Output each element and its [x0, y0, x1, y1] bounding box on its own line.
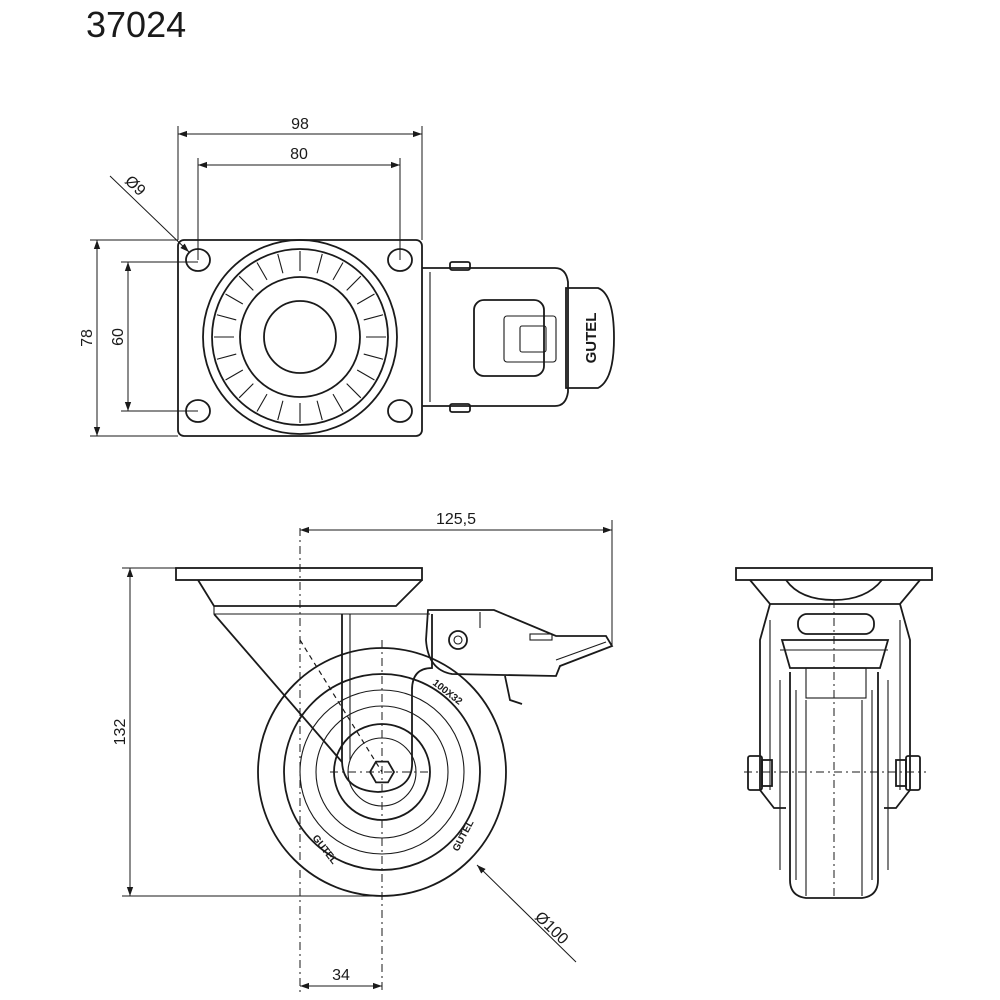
bearing-rib	[346, 383, 362, 399]
fork-leg	[213, 613, 343, 763]
front-fork-left	[759, 603, 786, 809]
fork-body	[341, 614, 433, 793]
bearing-rib	[316, 400, 323, 421]
bearing-rib	[256, 393, 268, 412]
part-number-title: 37024	[86, 4, 187, 45]
swivel-ring-inner	[239, 276, 361, 398]
axle-bolt-right	[905, 755, 921, 791]
dimension-swivel-offset: 34	[332, 967, 350, 984]
bearing-rib	[332, 393, 344, 412]
top-view: GUTEL 98 80 Ø9 78 60	[79, 116, 615, 437]
bearing-rib	[216, 353, 237, 360]
front-wheel	[789, 672, 879, 899]
bearing-rib	[332, 262, 344, 281]
bearing-rib	[316, 253, 323, 274]
bearing-rib	[225, 369, 244, 381]
bearing-rib	[277, 253, 284, 274]
bearing-rib	[225, 293, 244, 305]
swivel-ring-outer	[202, 239, 398, 435]
dimension-offset-length: 125,5	[436, 511, 476, 528]
bearing-ribs	[214, 251, 386, 423]
brake-lever-cap	[565, 287, 615, 389]
bearing-rib	[277, 400, 284, 421]
front-top-plate	[735, 567, 933, 581]
dimension-hole-spacing-x: 80	[290, 146, 308, 163]
front-swivel-head	[749, 579, 921, 605]
bearing-rib	[216, 314, 237, 321]
wheel-brand-marking-bottom: GUTEL	[310, 833, 340, 866]
dimension-hole-spacing-y: 60	[110, 328, 127, 346]
brake-spring	[504, 675, 523, 705]
brake-pivot	[448, 630, 468, 650]
brake-lever	[425, 609, 614, 677]
bearing-rib	[238, 383, 254, 399]
brand-label: GUTEL	[583, 313, 600, 364]
swivel-ring	[211, 248, 389, 426]
side-view: 100X32 GUTEL GUTEL 125,5 132 Ø100 34	[112, 511, 614, 992]
dimension-height: 132	[112, 719, 129, 746]
dimension-wheel-diameter: Ø100	[531, 909, 571, 948]
bearing-rib	[363, 353, 384, 360]
dimension-plate-width: 98	[291, 116, 309, 133]
kingpin-hub	[263, 300, 337, 374]
bearing-rib	[363, 314, 384, 321]
bearing-rib	[356, 369, 375, 381]
bearing-rib	[356, 293, 375, 305]
bearing-rib	[256, 262, 268, 281]
front-view	[735, 567, 933, 900]
wheel-size-marking: 100X32	[430, 678, 464, 708]
mounting-hole	[387, 399, 413, 423]
bearing-rib	[238, 275, 254, 291]
side-top-plate	[175, 567, 423, 581]
bearing-rib	[346, 275, 362, 291]
front-bearing-cap	[797, 613, 875, 635]
wheel-brand-marking-right: GUTEL	[451, 818, 477, 853]
dimension-plate-depth: 78	[79, 329, 96, 347]
brake-housing	[422, 267, 569, 407]
swivel-head	[197, 579, 423, 607]
brake-pedal-pad	[473, 299, 545, 377]
dimension-hole-diameter: Ø9	[121, 173, 148, 200]
